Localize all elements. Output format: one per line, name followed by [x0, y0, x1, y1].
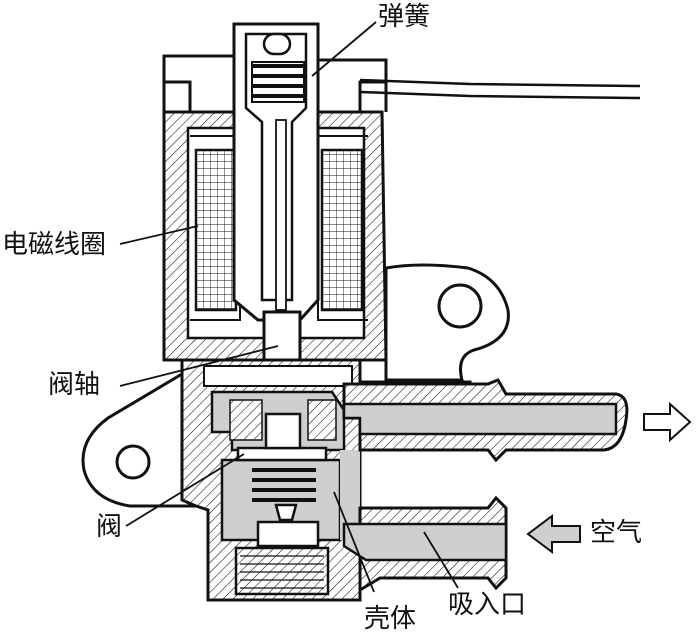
label-air: 空气 — [590, 518, 643, 548]
label-spring: 弹簧 — [378, 2, 431, 32]
inflow-arrow — [526, 514, 581, 554]
outflow-arrow — [643, 401, 692, 443]
outlet-pipe — [342, 378, 629, 463]
label-stem: 阀轴 — [48, 370, 101, 400]
right-mounting-flange — [384, 263, 510, 382]
spring — [251, 61, 305, 103]
left-mounting-flange — [81, 372, 198, 508]
label-coil: 电磁线圈 — [2, 230, 107, 260]
label-inlet: 吸入口 — [448, 590, 527, 620]
threaded-end — [234, 546, 330, 596]
leader-lines — [119, 21, 459, 593]
label-housing: 壳体 — [364, 604, 417, 634]
valve — [236, 412, 328, 548]
electromagnetic-coil — [190, 135, 368, 321]
electric-wires — [359, 78, 641, 100]
label-valve: 阀 — [96, 512, 123, 542]
